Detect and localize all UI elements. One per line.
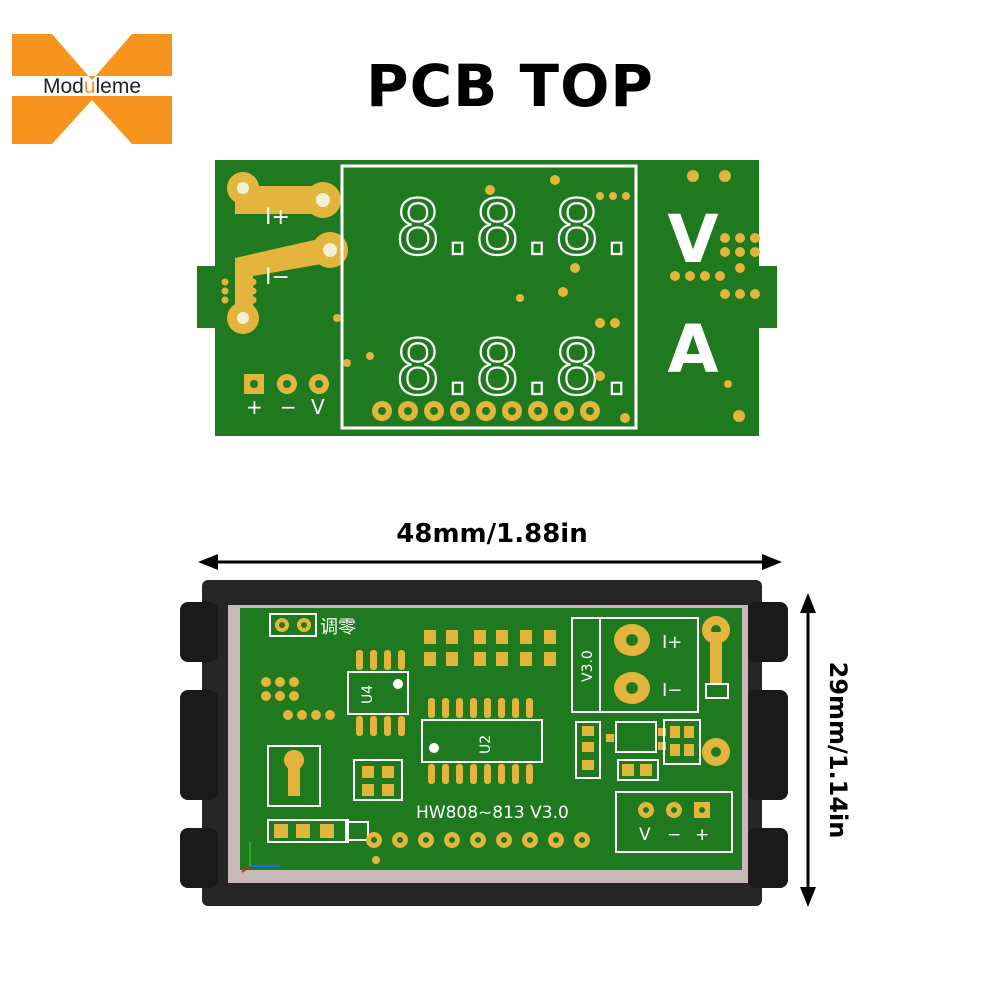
board-tab-right <box>757 266 777 328</box>
label-i-minus: I− <box>265 265 290 290</box>
moduleme-logo: Moduleme <box>12 34 172 144</box>
vias-center <box>333 175 630 423</box>
label-minus: − <box>280 395 297 419</box>
height-dimension-arrow <box>800 593 816 907</box>
bottom-label-i-minus: I− <box>662 680 682 701</box>
label-v: V <box>311 395 325 419</box>
bottom-pin-row <box>366 832 590 864</box>
pcb-top-board: I+ I− + − V 8.8.8. 8.8.8. <box>197 160 777 436</box>
via-matrix-left <box>261 677 335 720</box>
page-title: PCB TOP <box>366 52 654 120</box>
width-dimension-arrow <box>198 554 782 570</box>
voltage-terminal-block <box>615 791 733 853</box>
model-label: HW808~813 V3.0 <box>416 803 569 823</box>
board-tab-left <box>197 266 219 328</box>
chip-u4 <box>347 650 409 736</box>
display-row-2: 8.8.8. <box>395 323 634 412</box>
logo-m-shape <box>12 34 172 80</box>
label-i-plus: I+ <box>265 205 290 230</box>
chip-u2 <box>421 719 543 763</box>
zero-adjust-pads <box>269 613 317 637</box>
bottom-label-minus: − <box>667 825 681 845</box>
logo-text: Moduleme <box>43 75 141 98</box>
axes-marker <box>241 842 280 873</box>
via-cluster-right <box>670 170 760 422</box>
big-a-label: A <box>667 311 718 388</box>
chip-u2-pins <box>428 698 533 784</box>
voltage-pads <box>244 374 329 394</box>
height-label: 29mm/1.14in <box>824 662 852 839</box>
label-plus: + <box>246 395 263 419</box>
current-terminals <box>227 172 348 334</box>
smd-row-top <box>424 630 556 666</box>
u4-label: U4 <box>360 685 376 704</box>
via-cluster-left <box>221 278 257 304</box>
display-outline <box>340 164 638 430</box>
zero-adjust-label: 调零 <box>320 617 356 638</box>
bottom-label-v: V <box>639 825 651 845</box>
width-label: 48mm/1.88in <box>396 519 587 549</box>
pcb-bottom-view: 48mm/1.88in 29mm/1.14in 调零 <box>180 519 852 907</box>
bottom-label-i-plus: I+ <box>662 632 682 653</box>
display-pins <box>372 401 600 421</box>
u2-label: U2 <box>478 735 494 754</box>
current-terminal-block <box>571 616 730 766</box>
bottom-label-plus: + <box>695 825 709 845</box>
smd-right-cluster <box>575 719 701 781</box>
logo-w-shape <box>12 96 172 144</box>
big-v-label: V <box>667 201 718 278</box>
smd-left-lower <box>267 759 403 843</box>
regulator-left <box>267 745 321 807</box>
v3-label: V3.0 <box>580 650 596 682</box>
